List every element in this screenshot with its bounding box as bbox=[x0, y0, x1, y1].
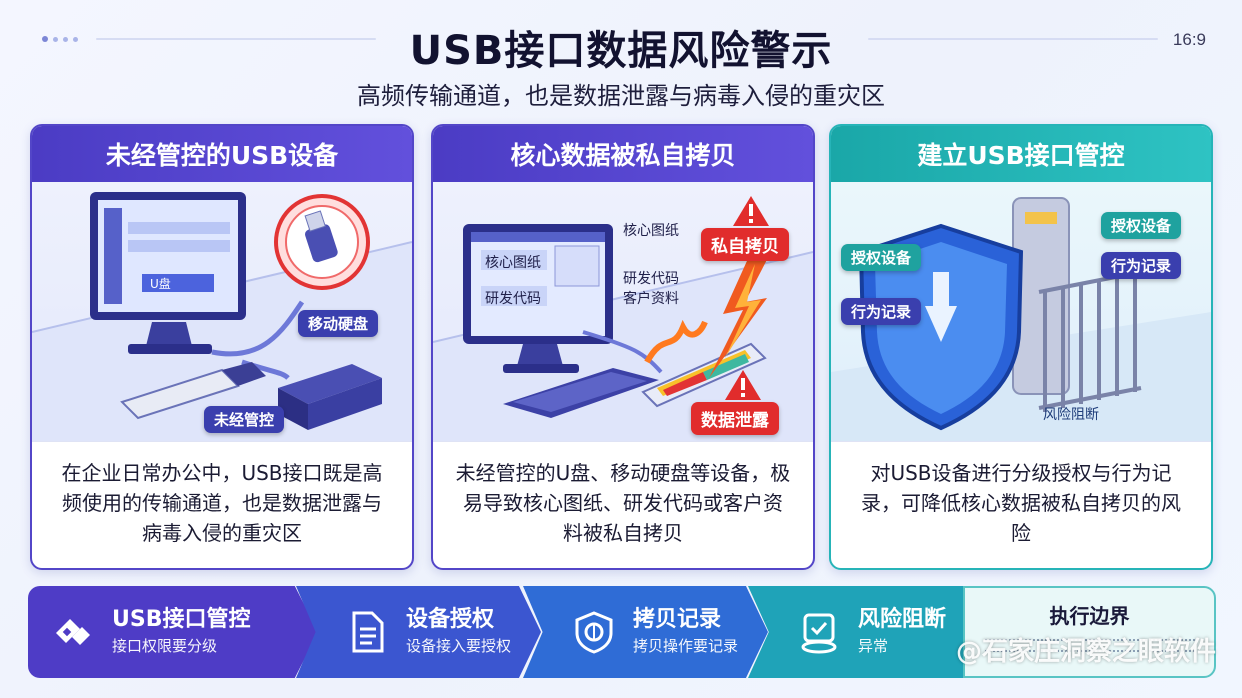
decorative-line-left bbox=[96, 38, 376, 40]
card-description: 未经管控的U盘、移动硬盘等设备，极易导致核心图纸、研发代码或客户资料被私自拷贝 bbox=[455, 461, 791, 545]
step-device-auth: 设备授权 设备接入要授权 bbox=[296, 586, 541, 678]
aspect-ratio-label: 16:9 bbox=[1172, 30, 1206, 49]
boundary-fine-print bbox=[984, 639, 1195, 645]
mobile-disk-badge: 移动硬盘 bbox=[298, 310, 379, 337]
document-icon bbox=[352, 611, 384, 653]
step-subtitle: 异常 bbox=[858, 637, 889, 655]
boundary-title: 执行边界 bbox=[1049, 604, 1130, 628]
auth-device-badge-right: 授权设备 bbox=[1101, 212, 1182, 239]
rd-code-label: 研发代码 bbox=[623, 271, 679, 287]
watermark: @石家庄洞察之眼软件 bbox=[955, 637, 1216, 667]
computer-usb-scene-icon bbox=[32, 192, 412, 441]
usb-icon bbox=[56, 619, 90, 645]
data-copied-illustration: 核心图纸 研发代码 核心图纸 研发代码 客户资料 私自拷贝 数据泄露 bbox=[433, 182, 813, 442]
data-leak-badge: 数据泄露 bbox=[691, 402, 779, 435]
card-unmanaged-usb: 未经管控的USB设备 bbox=[30, 124, 414, 570]
step-subtitle: 接口权限要分级 bbox=[112, 637, 218, 655]
card-data-copied: 核心数据被私自拷贝 bbox=[431, 124, 815, 570]
private-copy-badge: 私自拷贝 bbox=[701, 228, 789, 261]
execution-boundary: 执行边界 bbox=[963, 586, 1216, 678]
screen-core-drawings-label: 核心图纸 bbox=[485, 255, 541, 271]
decorative-dots bbox=[42, 36, 78, 42]
risk-block-label: 风险阻断 bbox=[1043, 407, 1099, 423]
card-title: 建立USB接口管控 bbox=[831, 126, 1211, 182]
page-subtitle: 高频传输通道，也是数据泄露与病毒入侵的重灾区 bbox=[357, 82, 885, 110]
usb-control-illustration: 授权设备 行为记录 授权设备 行为记录 风险阻断 bbox=[831, 182, 1211, 442]
shield-icon bbox=[575, 611, 613, 654]
step-title: USB接口管控 bbox=[112, 607, 251, 632]
behavior-record-badge-right: 行为记录 bbox=[1101, 252, 1182, 279]
decorative-line-right bbox=[868, 38, 1158, 40]
core-drawings-label: 核心图纸 bbox=[623, 223, 679, 239]
check-badge-icon bbox=[801, 613, 837, 654]
step-subtitle: 拷贝操作要记录 bbox=[633, 637, 739, 655]
step-usb-control: USB接口管控 接口权限要分级 bbox=[28, 586, 318, 678]
card-usb-control: 建立USB接口管控 授权设备 行为记录 授权设备 bbox=[829, 124, 1213, 570]
page-title: USB接口数据风险警示 bbox=[409, 28, 833, 74]
auth-device-badge-left: 授权设备 bbox=[841, 244, 922, 271]
step-copy-record: 拷贝记录 拷贝操作要记录 bbox=[523, 586, 768, 678]
boundary-fine-print bbox=[984, 650, 1195, 656]
step-title: 风险阻断 bbox=[858, 607, 947, 632]
step-title: 设备授权 bbox=[406, 607, 495, 632]
card-description: 对USB设备进行分级授权与行为记录，可降低核心数据被私自拷贝的风险 bbox=[861, 461, 1181, 545]
data-leak-scene-icon bbox=[433, 196, 813, 441]
unmanaged-usb-illustration: U盘 移动硬盘 未经管控 bbox=[32, 182, 412, 442]
step-subtitle: 设备接入要授权 bbox=[406, 637, 512, 655]
shield-gate-scene-icon bbox=[831, 197, 1211, 441]
unmanaged-badge: 未经管控 bbox=[204, 406, 285, 433]
process-bar: USB接口管控 接口权限要分级 设备授权 设备接入要授权 拷贝记录 拷贝操作要记… bbox=[28, 586, 1216, 678]
card-title: 未经管控的USB设备 bbox=[32, 126, 412, 182]
behavior-record-badge-left: 行为记录 bbox=[841, 298, 922, 325]
step-title: 拷贝记录 bbox=[633, 607, 722, 632]
customer-info-label: 客户资料 bbox=[623, 291, 679, 307]
card-title: 核心数据被私自拷贝 bbox=[433, 126, 813, 182]
screen-rd-code-label: 研发代码 bbox=[485, 291, 541, 307]
card-description: 在企业日常办公中，USB接口既是高频使用的传输通道，也是数据泄露与病毒入侵的重灾… bbox=[61, 461, 383, 545]
screen-button-label: U盘 bbox=[150, 277, 171, 291]
